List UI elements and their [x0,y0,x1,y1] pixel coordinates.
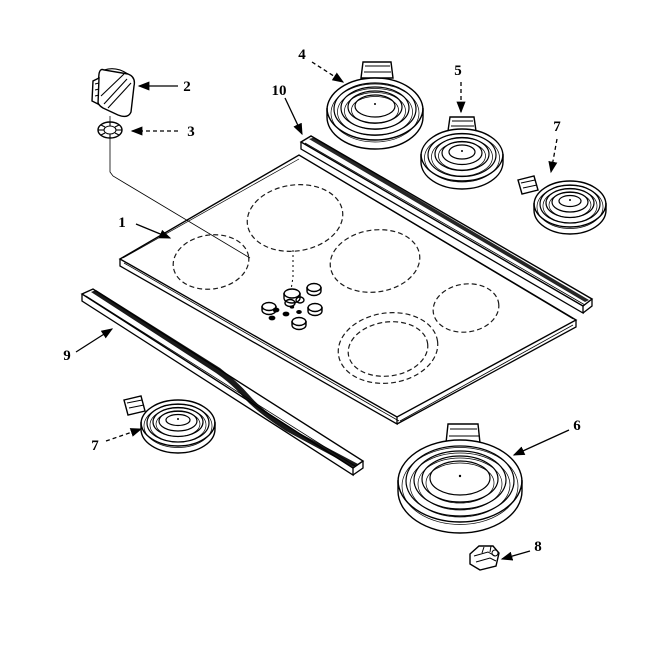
callout-label-1: 1 [118,215,126,231]
burner-cutout-top-large [246,184,344,252]
knob-retainer-clip[interactable] [97,121,251,259]
callout-label-7-right: 7 [553,119,561,135]
trim-strip-front[interactable] [80,288,365,477]
surface-element-medium[interactable] [420,116,504,190]
callout-layer: 1 2 3 4 5 6 7 7 8 9 10 [63,47,581,561]
callout-leader-1 [135,223,172,239]
callout-leader-7-left [105,428,143,442]
control-knob[interactable] [91,68,136,126]
callout-label-9: 9 [63,348,71,364]
surface-element-large[interactable] [326,61,424,150]
callout-label-5: 5 [454,63,462,79]
burner-cutout-left-small [172,234,250,290]
cooktop-main-panel[interactable] [118,154,578,426]
callout-label-8: 8 [534,539,542,555]
trim-strip-rear[interactable] [299,135,594,315]
callout-leader-10 [284,97,303,136]
terminal-block-receptacle[interactable] [469,545,500,571]
burner-cutout-front-double [337,312,439,384]
callout-leader-4 [311,61,345,83]
callout-label-4: 4 [298,47,306,63]
callout-label-10: 10 [272,83,287,99]
callout-label-2: 2 [183,79,191,95]
internal-ref-line [290,250,294,291]
callout-leader-9 [75,328,114,353]
callout-label-3: 3 [187,124,195,140]
burner-cutout-right-small [432,283,500,333]
callout-leader-7-right [548,138,558,174]
burner-cutout-right-large [329,229,421,293]
terminal-hole-cluster [261,282,323,331]
surface-element-small-right[interactable] [517,175,607,235]
callout-label-7-left: 7 [91,438,99,454]
surface-element-extra-large[interactable] [397,423,523,534]
callout-label-6: 6 [573,418,581,434]
surface-element-small-left[interactable] [123,395,216,454]
callout-leader-6 [512,429,570,456]
callout-leader-8 [500,550,531,561]
